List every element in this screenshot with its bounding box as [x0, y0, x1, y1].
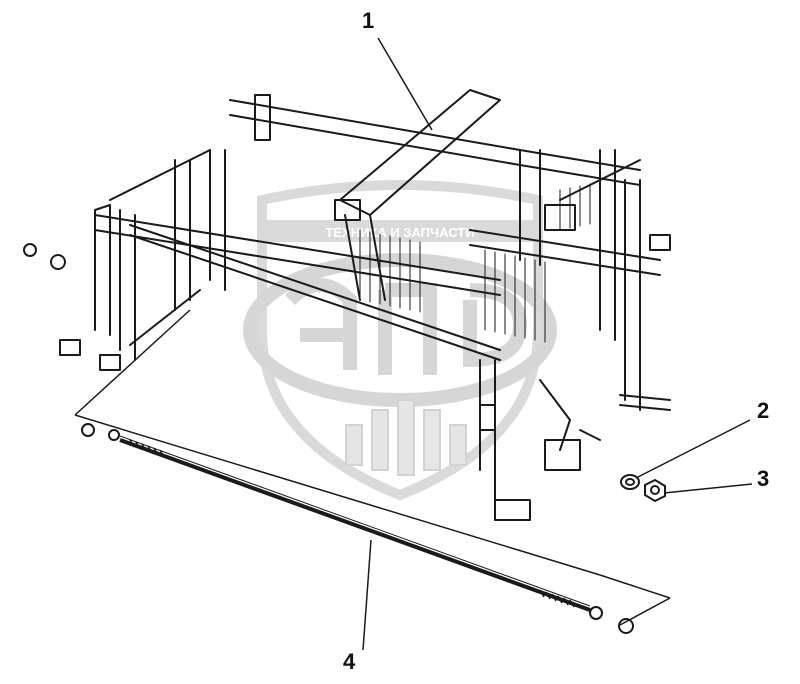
leader-1 — [377, 37, 433, 131]
leader-lines — [362, 37, 753, 651]
washer-part-2 — [620, 474, 640, 490]
rod-nut-left — [81, 423, 95, 437]
rod-washer-left — [108, 429, 120, 441]
leader-2 — [635, 419, 751, 479]
nut-part-3 — [644, 478, 666, 503]
watermark-logo: ТЕХНИКА И ЗАПЧАСТИ — [243, 180, 557, 501]
wheat-icon — [345, 399, 467, 476]
callout-3: 3 — [757, 466, 770, 491]
left-fasteners — [23, 243, 66, 270]
rod-plane — [74, 309, 671, 626]
callout-2: 2 — [757, 398, 770, 423]
rod-washer-right — [618, 618, 634, 634]
callout-1: 1 — [362, 8, 375, 33]
watermark-band — [262, 220, 538, 242]
leader-4 — [362, 539, 372, 651]
threaded-rod — [81, 423, 634, 634]
frame-assembly — [59, 89, 671, 521]
leader-3 — [663, 483, 753, 494]
callout-4: 4 — [343, 649, 356, 674]
rod-nut-right — [589, 606, 603, 620]
watermark-text: ТЕХНИКА И ЗАПЧАСТИ — [325, 225, 474, 240]
